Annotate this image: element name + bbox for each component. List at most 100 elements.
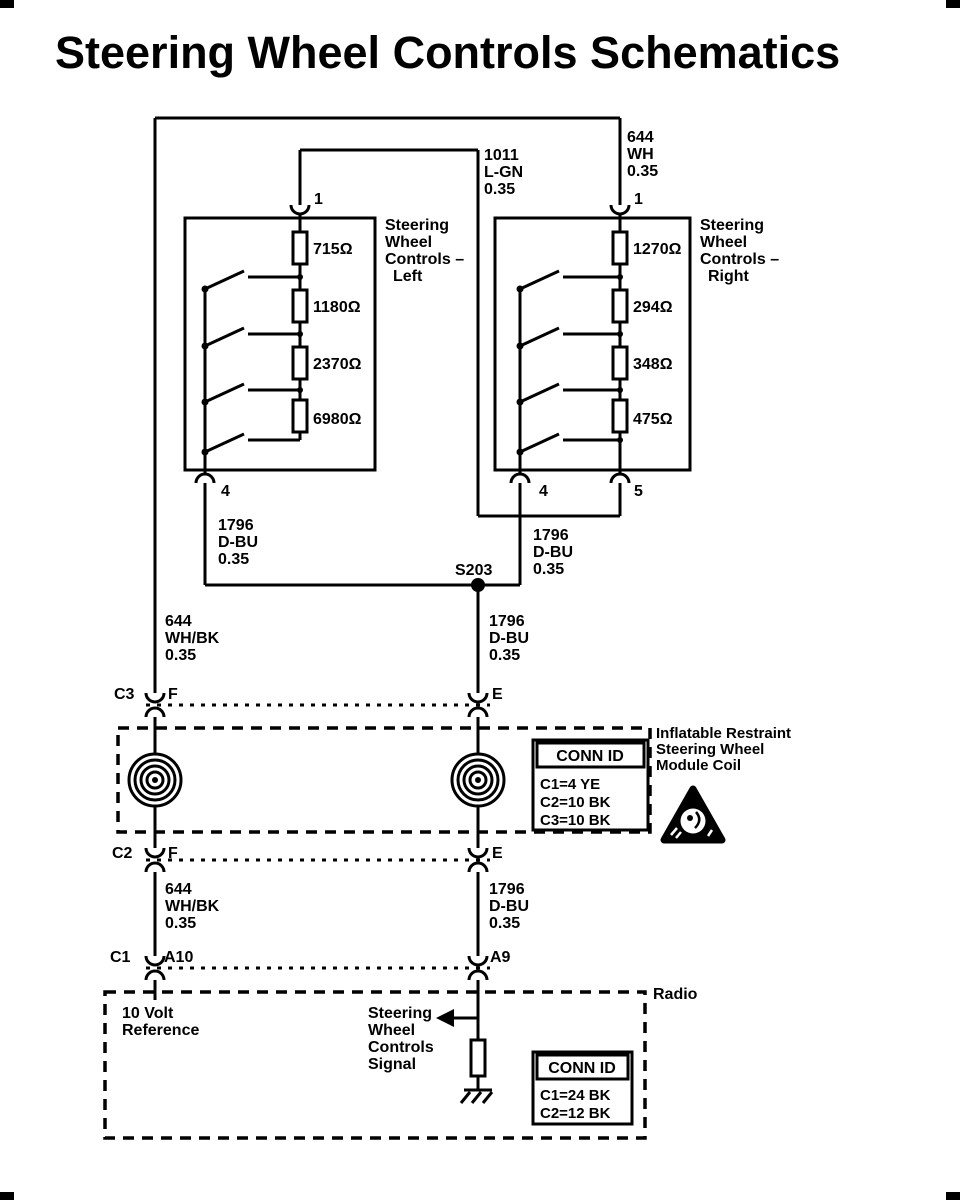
connector-row-c2: C2 F E <box>112 845 503 873</box>
connector-name: C3 <box>114 686 135 703</box>
connector-half-icon <box>467 847 489 859</box>
component-name: Controls – <box>385 251 464 268</box>
resistor-value: 6980Ω <box>313 411 362 428</box>
component-outline <box>493 216 692 472</box>
scan-corner-mark <box>0 1192 14 1200</box>
component-name: Steering <box>385 217 449 234</box>
table-header-cell <box>535 741 646 769</box>
resistor-value: 294Ω <box>633 299 673 316</box>
resistor-value: 348Ω <box>633 356 673 373</box>
pin-number: 4 <box>221 483 230 500</box>
radio-function-label: 10 Volt <box>122 1005 174 1022</box>
junction-dot <box>617 387 623 393</box>
scan-corner-mark <box>0 0 14 8</box>
junction-dot <box>617 274 623 280</box>
splice-s203-dot <box>471 578 485 592</box>
connector-half-icon <box>467 955 489 967</box>
terminal-label: F <box>168 845 178 862</box>
resistor-value: 1180Ω <box>313 299 361 316</box>
resistor <box>291 398 309 434</box>
connector-half-icon <box>467 706 489 718</box>
ground-icon <box>459 1088 494 1104</box>
wire-label: 0.35 <box>218 551 249 568</box>
resistor <box>611 230 629 266</box>
junction-dot <box>617 437 623 443</box>
connector-name: C1 <box>110 949 131 966</box>
wire-label: 1796 <box>489 613 525 630</box>
table-row: C1=4 YE <box>540 776 600 793</box>
right-control-box: 1 4 5 1270Ω 294Ω 348 <box>493 191 779 500</box>
connector-half-icon <box>144 861 166 873</box>
connector-pin-icon <box>609 204 631 216</box>
radio-box: 10 Volt Reference Steering Wheel Control… <box>103 990 647 1140</box>
clockspring-coil-right-icon <box>450 752 506 808</box>
radio-function-label: Steering <box>368 1005 432 1022</box>
conn-id-table-coil: CONN ID C1=4 YE C2=10 BK C3=10 BK <box>531 738 650 832</box>
resistor <box>291 345 309 381</box>
connector-half-icon <box>467 969 489 981</box>
wire-label: WH/BK <box>165 630 220 647</box>
radio-function-label: Reference <box>122 1022 199 1039</box>
connector-name: C2 <box>112 845 133 862</box>
resistor <box>611 398 629 434</box>
component-name: Wheel <box>385 234 432 251</box>
left-control-box: 1 4 715Ω 1180Ω 2370Ω 6980Ω <box>183 191 464 500</box>
table-header: CONN ID <box>556 748 624 765</box>
radio-function-label: Wheel <box>368 1022 415 1039</box>
resistor <box>611 288 629 324</box>
terminal-label: A10 <box>164 949 193 966</box>
connector-pin-icon <box>609 472 631 484</box>
connector-row-c1: C1 A10 A9 <box>110 949 511 981</box>
junction-dot <box>297 274 303 280</box>
connector-pin-icon <box>289 204 311 216</box>
table-row: C3=10 BK <box>540 812 611 829</box>
wire-label: 1796 <box>533 527 569 544</box>
component-name: Radio <box>653 986 698 1003</box>
switch-blade <box>519 432 560 454</box>
connector-half-icon <box>144 706 166 718</box>
wire-label: D-BU <box>489 898 529 915</box>
connector-half-icon <box>144 955 166 967</box>
pin-number: 1 <box>634 191 643 208</box>
table-outline <box>531 1050 634 1126</box>
connector-half-icon <box>144 692 166 704</box>
wire-label: 0.35 <box>489 647 520 664</box>
wire-label: 644 <box>165 613 192 630</box>
connector-half-icon <box>467 861 489 873</box>
wire-label: D-BU <box>533 544 573 561</box>
table-header: CONN ID <box>548 1060 616 1077</box>
component-name: Wheel <box>700 234 747 251</box>
switch-blade <box>519 269 560 291</box>
table-outline <box>531 738 650 832</box>
wire-label: 1011 <box>484 147 519 164</box>
terminal-label: F <box>168 686 178 703</box>
table-row: C2=10 BK <box>540 794 611 811</box>
signal-arrow-icon <box>436 1009 478 1027</box>
scan-corner-mark <box>946 1192 960 1200</box>
table-row: C2=12 BK <box>540 1105 611 1122</box>
coil-module-box: CONN ID C1=4 YE C2=10 BK C3=10 BK <box>116 726 652 834</box>
resistor-value: 2370Ω <box>313 356 362 373</box>
terminal-label: E <box>492 845 503 862</box>
resistor <box>469 1038 487 1078</box>
component-name: Steering Wheel <box>656 741 764 758</box>
switch-blade <box>204 382 245 404</box>
resistor <box>291 230 309 266</box>
connector-half-icon <box>144 969 166 981</box>
conn-id-table-radio: CONN ID C1=24 BK C2=12 BK <box>531 1050 634 1126</box>
component-dashed-outline <box>103 990 647 1140</box>
connector-pin-icon <box>509 472 531 484</box>
table-row: C1=24 BK <box>540 1087 611 1104</box>
switch-blade <box>204 326 245 348</box>
page-title: Steering Wheel Controls Schematics <box>55 27 840 78</box>
junction-dot <box>297 331 303 337</box>
wire-label: 0.35 <box>627 163 658 180</box>
component-dashed-outline <box>116 726 652 834</box>
pin-number: 4 <box>539 483 548 500</box>
component-name: Inflatable Restraint <box>656 725 791 742</box>
switch-blade <box>204 269 245 291</box>
wire-label: L-GN <box>484 164 523 181</box>
wire-label: WH <box>627 146 654 163</box>
sir-warning-triangle-icon <box>660 785 726 844</box>
